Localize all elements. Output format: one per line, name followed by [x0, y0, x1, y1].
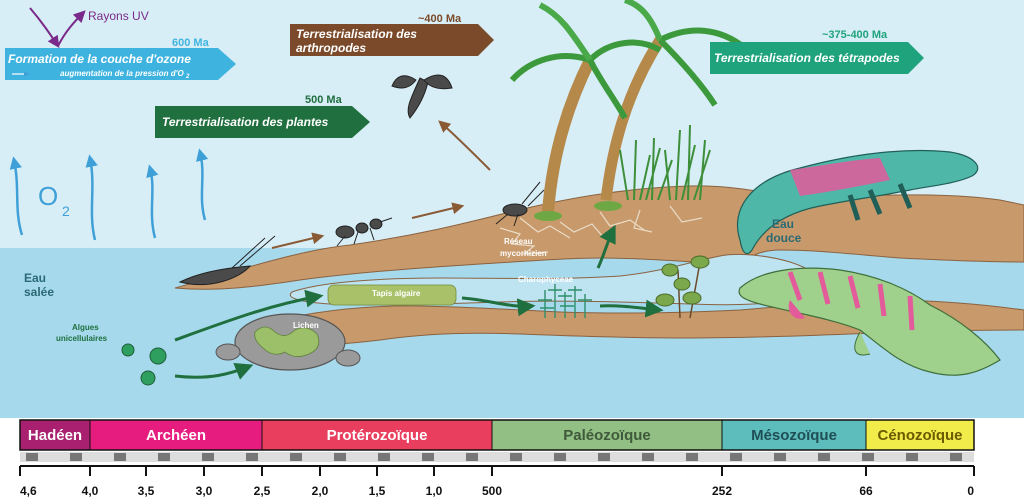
o2-subscript: 2	[62, 203, 70, 219]
ozone-arrow	[5, 48, 236, 80]
scale-block	[246, 453, 258, 461]
scale-blocks	[26, 453, 962, 461]
era-bar	[491, 419, 723, 451]
evolution-arrows	[174, 224, 664, 380]
scale-block	[422, 453, 434, 461]
algal-mat	[327, 284, 457, 306]
uv-rays	[29, 7, 86, 48]
timeline-tick-label: 2,0	[312, 484, 329, 498]
uv-label: Rayons UV	[88, 9, 149, 23]
scale-block	[114, 453, 126, 461]
era-label: Protérozoïque	[327, 427, 428, 444]
lichen	[254, 326, 320, 357]
land-upper	[174, 185, 1024, 290]
era-label: Archéen	[146, 427, 206, 444]
scale-block	[26, 453, 38, 461]
scale-block	[686, 453, 698, 461]
plants-title: Terrestrialisation des plantes	[162, 115, 329, 129]
tetrapods-title: Terrestrialisation des tétrapodes	[714, 51, 900, 65]
timeline-tick-label: 3,0	[196, 484, 213, 498]
scale-block	[642, 453, 654, 461]
scale-block	[510, 453, 522, 461]
lobe-finned-fish	[738, 267, 1001, 376]
timeline-tick-label: 252	[712, 484, 732, 498]
charophyceae	[538, 284, 592, 318]
timeline-tick-label: 3,5	[138, 484, 155, 498]
arthropods-title-1: Terrestrialisation des	[296, 27, 417, 41]
ozone-title: Formation de la couche d'ozone	[8, 52, 191, 66]
arthropod-arrows	[271, 120, 491, 249]
scale-block	[730, 453, 742, 461]
era-label: Mésozoïque	[751, 427, 837, 444]
scale-block	[862, 453, 874, 461]
algues-label-1: Algues	[72, 323, 99, 332]
algues-label-2: unicellulaires	[56, 334, 108, 343]
timeline-tick-label: 4,0	[82, 484, 99, 498]
reseau-label-1: Réseau	[504, 237, 533, 246]
timeline-tick-label: 2,5	[254, 484, 271, 498]
unicellular-algae	[121, 343, 167, 386]
arthropods-ma: ~400 Ma	[418, 13, 462, 25]
geologic-timeline: Hadéen Archéen Protérozoïque Paléozoïque Més…	[19, 419, 975, 498]
era-label: Hadéen	[28, 427, 82, 444]
scale-block	[906, 453, 918, 461]
timeline-ticks: 4,6 4,0 3,5 3,0 2,5 2,0 1,5 1,0 500 252 66 0	[19, 466, 975, 498]
scale-block	[202, 453, 214, 461]
scale-block	[290, 453, 302, 461]
eau-douce-label-2: douce	[766, 231, 802, 245]
timeline-tick-label: 4,6	[20, 484, 37, 498]
scale-block	[598, 453, 610, 461]
timeline-tick-label: 1,5	[369, 484, 386, 498]
era-label: Cénozoïque	[878, 427, 963, 444]
palm-trees	[509, 0, 747, 213]
scale-block	[378, 453, 390, 461]
arthropods-arrow	[290, 24, 494, 56]
mycorrhizal-network	[499, 205, 703, 255]
eau-salee-label-2: salée	[24, 285, 54, 299]
scale-block	[466, 453, 478, 461]
ozone-ma: 600 Ma	[172, 37, 210, 49]
o2-label: O	[38, 181, 58, 211]
scale-block	[70, 453, 82, 461]
arthropods-title-2: arthropodes	[296, 41, 366, 55]
reseau-label-2: mycorhizien	[500, 249, 547, 258]
era-bar	[865, 419, 975, 451]
plants-ma: 500 Ma	[305, 94, 343, 106]
tapis-algaire-label: Tapis algaire	[372, 289, 421, 298]
grass-tufts	[619, 124, 711, 201]
scale-block	[774, 453, 786, 461]
era-bars: Hadéen Archéen Protérozoïque Paléozoïque Més…	[19, 419, 975, 451]
timeline-tick-label: 1,0	[426, 484, 443, 498]
ozone-subtitle: augmentation de la pression d'O	[60, 69, 184, 78]
o2-arrows	[9, 148, 209, 241]
tetrapods-arrow	[710, 42, 924, 74]
scale-block	[554, 453, 566, 461]
arthropods	[178, 74, 545, 286]
scale-block	[950, 453, 962, 461]
plants-arrow	[155, 106, 370, 138]
era-label: Paléozoïque	[563, 427, 651, 444]
svg-text:2: 2	[185, 74, 190, 80]
scale-block	[158, 453, 170, 461]
timeline-scale-bar	[20, 452, 974, 462]
eau-douce-label-1: Eau	[772, 217, 794, 231]
tetrapod	[736, 149, 979, 255]
timeline-tick-label: 66	[859, 484, 873, 498]
tetrapods-ma: ~375-400 Ma	[822, 29, 888, 41]
lichen-label: Lichen	[293, 321, 319, 330]
charophyceae-label: Charophyceae	[518, 275, 574, 284]
timeline-tick-label: 500	[482, 484, 502, 498]
timeline-tick-label: 0	[967, 484, 974, 498]
scale-block	[818, 453, 830, 461]
aquatic-plants	[655, 255, 710, 319]
scale-block	[334, 453, 346, 461]
eau-salee-label-1: Eau	[24, 271, 46, 285]
